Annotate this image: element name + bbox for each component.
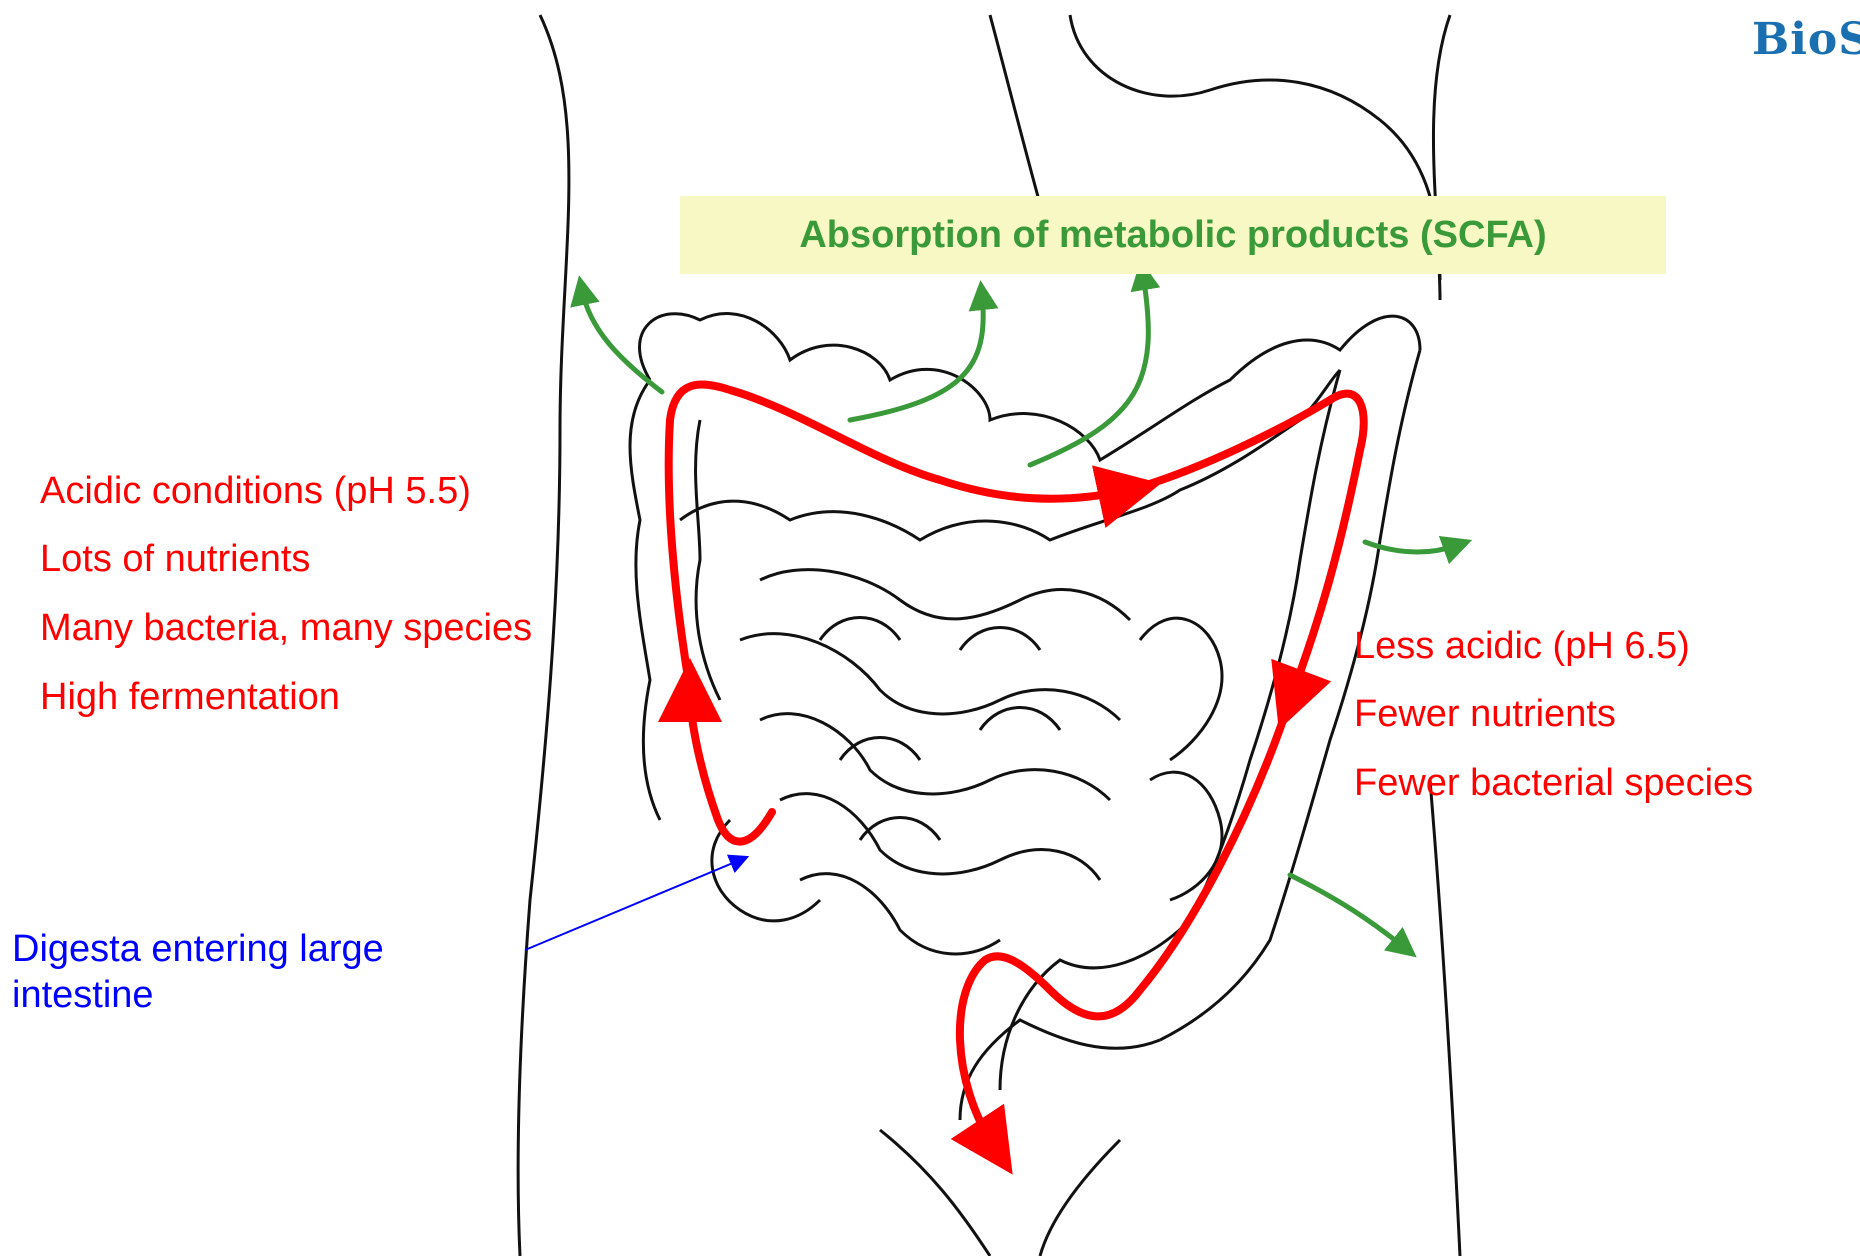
distal-condition-nutrients: Fewer nutrients bbox=[1354, 695, 1616, 733]
proximal-condition-nutrients: Lots of nutrients bbox=[40, 540, 310, 578]
small-intestine-outline bbox=[712, 570, 1222, 954]
proximal-condition-bacteria: Many bacteria, many species bbox=[40, 609, 532, 647]
entry-pointer-arrow bbox=[525, 860, 740, 950]
absorption-arrow bbox=[1290, 875, 1405, 948]
descending-colon-flow bbox=[960, 700, 1290, 1148]
logo-text: BioS bbox=[1752, 14, 1860, 65]
absorption-title-box: Absorption of metabolic products (SCFA) bbox=[680, 196, 1666, 274]
transverse-colon-flow bbox=[1130, 394, 1364, 700]
absorption-title: Absorption of metabolic products (SCFA) bbox=[799, 214, 1546, 257]
distal-condition-ph: Less acidic (pH 6.5) bbox=[1354, 627, 1690, 665]
proximal-condition-ph: Acidic conditions (pH 5.5) bbox=[40, 472, 471, 510]
distal-condition-species: Fewer bacterial species bbox=[1354, 764, 1753, 802]
digesta-flow-arrow bbox=[690, 690, 772, 842]
entry-label: Digesta entering large intestine bbox=[12, 926, 512, 1018]
proximal-condition-fermentation: High fermentation bbox=[40, 678, 340, 716]
absorption-arrow bbox=[582, 290, 662, 392]
colon-outline bbox=[630, 314, 1420, 1120]
absorption-arrow bbox=[1030, 275, 1148, 465]
